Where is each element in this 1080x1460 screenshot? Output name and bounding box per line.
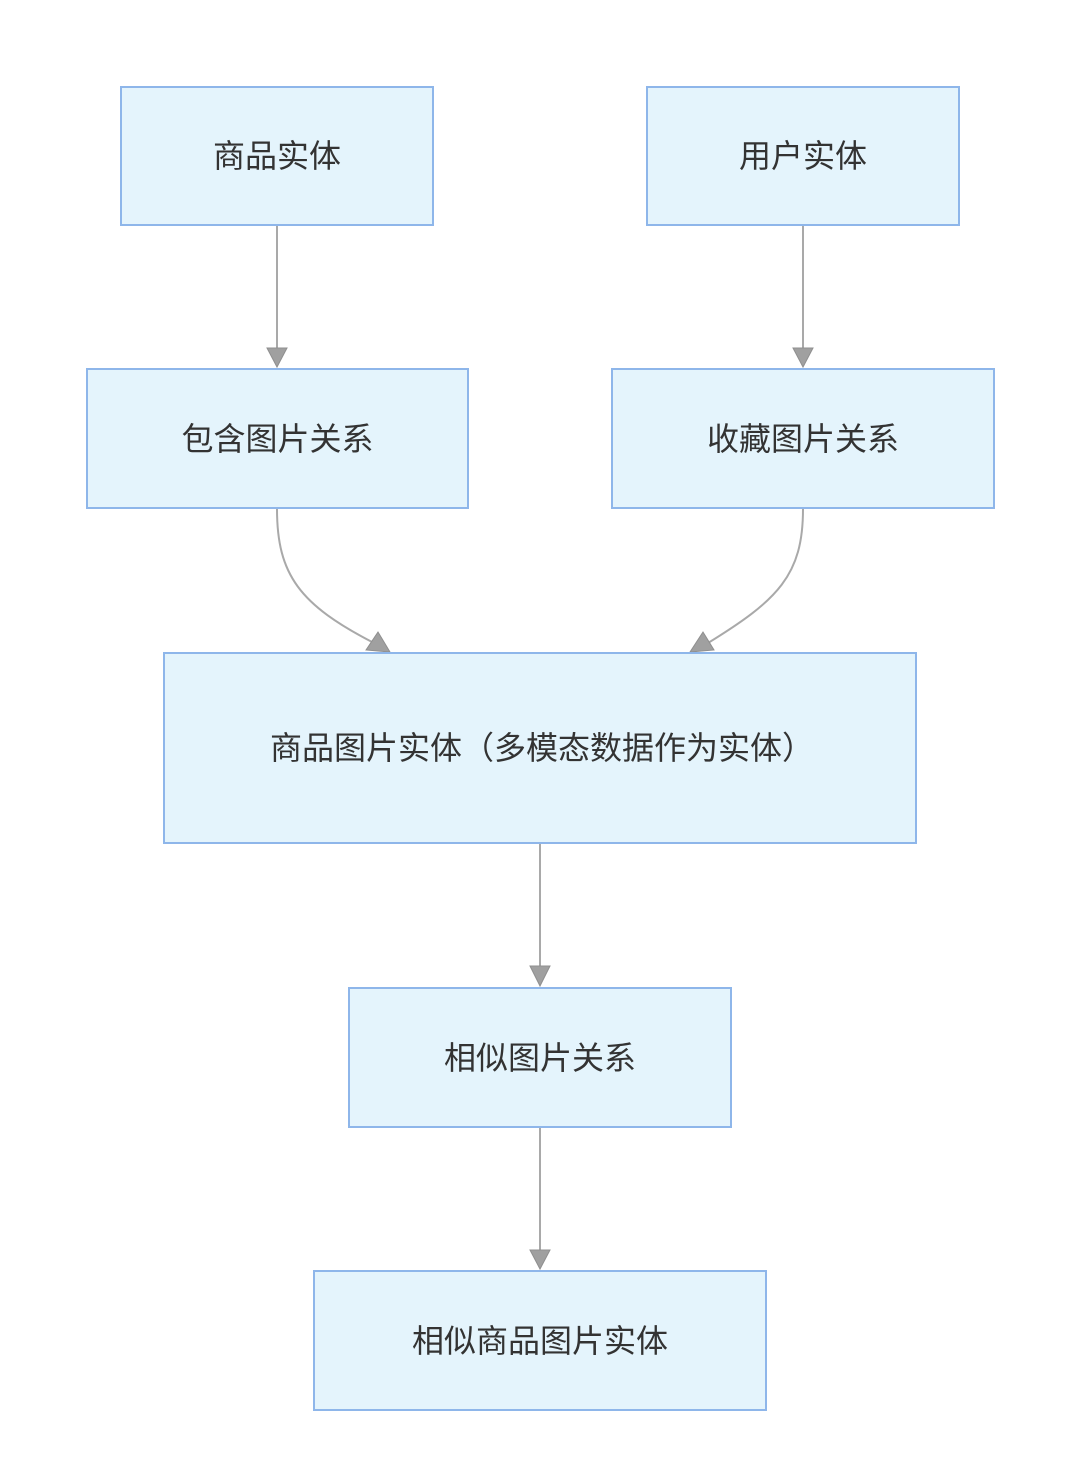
arrowhead-icon — [689, 631, 715, 653]
arrowhead-icon — [529, 1249, 551, 1271]
node-contains-image-relation: 包含图片关系 — [86, 368, 469, 509]
node-similar-product-image-entity: 相似商品图片实体 — [313, 1270, 767, 1411]
arrowhead-icon — [529, 965, 551, 988]
arrowhead-icon — [365, 631, 391, 653]
edge-favorite-to-product-image — [707, 508, 804, 644]
arrowhead-icon — [792, 347, 814, 369]
node-label: 用户实体 — [738, 137, 867, 175]
node-label: 收藏图片关系 — [706, 419, 899, 458]
node-label: 商品实体 — [212, 137, 341, 175]
arrowhead-icon — [266, 347, 288, 369]
node-label: 相似图片关系 — [443, 1038, 636, 1077]
node-favorite-image-relation: 收藏图片关系 — [611, 368, 995, 509]
node-label: 商品图片实体（多模态数据作为实体） — [270, 729, 815, 767]
node-product-image-entity: 商品图片实体（多模态数据作为实体） — [163, 652, 917, 844]
node-label: 相似商品图片实体 — [411, 1321, 668, 1360]
edge-contains-to-product-image — [276, 508, 375, 644]
node-label: 包含图片关系 — [181, 419, 374, 458]
node-similar-image-relation: 相似图片关系 — [348, 987, 732, 1128]
node-product-entity: 商品实体 — [120, 86, 434, 226]
node-user-entity: 用户实体 — [646, 86, 960, 226]
